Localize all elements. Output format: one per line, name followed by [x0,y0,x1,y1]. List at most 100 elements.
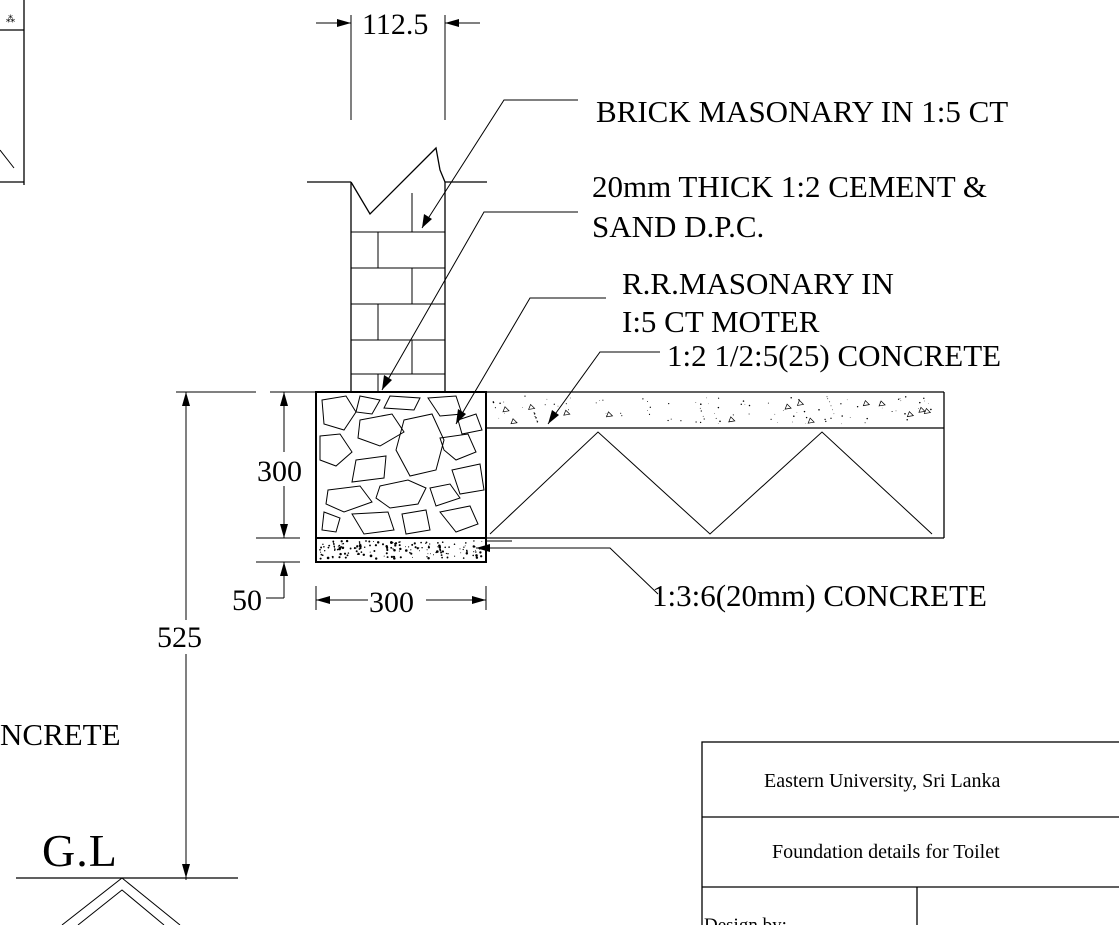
slab-aggregate-dot [503,401,505,403]
slab-aggregate-dot [667,419,669,422]
slab-aggregate-dot [824,418,826,421]
blinding-aggregate-dot [386,556,389,559]
blinding-thickness-value: 50 [232,584,262,617]
blinding-aggregate-dot [319,557,322,560]
blinding-aggregate-dot [323,546,325,548]
slab-aggregate-dot [919,401,921,404]
slab-aggregate-dot [599,400,601,402]
left-partial-drawing: ⁂ [0,0,25,185]
blinding-aggregate-dot [368,540,371,543]
blinding-aggregate-dot [334,549,336,551]
blinding-aggregate-dot [343,552,347,555]
slab-aggregate-dot [553,403,555,405]
slab-aggregate-dot [699,407,701,409]
slab-aggregate-dot [805,416,808,419]
blinding-aggregate-dot [427,553,429,555]
blinding-aggregate-dot [414,546,417,549]
slab-aggregate-dot [719,420,721,423]
slab-aggregate-dot [565,403,567,405]
blinding-aggregate-dot [464,545,466,547]
slab-aggregate-dot [818,409,820,411]
slab-aggregate-dot [930,408,932,411]
slab-aggregate-dot [536,420,538,421]
slab-aggregate-dot [805,423,806,424]
blinding-aggregate-dot [383,555,385,557]
blinding-aggregate-dot [473,551,475,553]
slab-aggregate-dot [533,416,535,417]
blinding-aggregate-dot [398,544,401,547]
svg-text:⁂: ⁂ [6,14,15,24]
blinding-aggregate-dot [475,554,478,557]
blinding-aggregate-dot [399,548,402,550]
slab-aggregate-dot [499,402,501,405]
blinding-aggregate-dot [413,542,416,545]
slab-aggregate-dot [790,396,792,399]
blinding-aggregate-dot [416,547,419,550]
slab-aggregate-dot [904,396,907,398]
dpc-label-line1: 20mm THICK 1:2 CEMENT & [592,169,987,204]
blinding-aggregate-dot [336,548,339,551]
blinding-aggregate-dot [481,540,483,542]
slab-aggregate-dot [830,417,832,419]
blinding-aggregate-dot [411,556,413,558]
slab-aggregate-dot [827,398,829,400]
slab-aggregate-dot [895,410,897,412]
dpc-label-line2: SAND D.P.C. [592,209,764,244]
slab-aggregate-dot [825,420,827,423]
blinding-aggregate-dot [319,548,321,551]
slab-aggregate-dot [535,416,536,417]
slab-aggregate-stone [502,406,510,413]
slab-aggregate-dot [782,410,784,411]
blinding-aggregate-dot [446,556,449,559]
slab-aggregate-stone [528,403,536,410]
slab-aggregate-dot [832,409,833,411]
blinding-aggregate-dot [394,542,396,545]
blinding-aggregate-dot [342,542,345,545]
slab-aggregate-dot [918,408,919,409]
ground-level-marker: G.L [16,825,238,925]
slab-aggregate-dot [826,396,828,398]
slab-aggregate-dot [533,412,535,413]
brick-masonry-callout: BRICK MASONARY IN 1:5 CT [421,94,1008,229]
slab-aggregate-dot [702,415,704,417]
slab-aggregate-stone [878,400,886,407]
blinding-aggregate-dot [454,555,456,557]
title-block: Eastern University, Sri Lanka Foundation… [701,741,1119,925]
blinding-concrete-label: 1:3:6(20mm) CONCRETE [652,578,987,613]
blinding-aggregate-dot [375,557,378,560]
slab-aggregate-dot [777,421,779,423]
blinding-aggregate-dot [381,543,385,546]
slab-aggregate-stone [918,406,926,413]
rr-masonry-label-line2: I:5 CT MOTER [622,304,820,339]
blinding-aggregate-dot [476,556,478,558]
slab-aggregate-dot [700,410,702,412]
slab-aggregate-dot [708,403,709,405]
slab-aggregate-dot [774,413,776,415]
slab-aggregate-dot [546,398,548,400]
blinding-aggregate-dot [421,546,423,549]
blinding-aggregate-dot [437,542,439,544]
blinding-aggregate-dot [419,550,420,552]
blinding-aggregate-dot [398,541,400,543]
slab-aggregate-dot [900,400,902,402]
blinding-aggregate-dot [448,546,450,548]
blinding-aggregate-dot [435,550,439,553]
blinding-aggregate-dot [409,551,411,554]
blinding-aggregate-dot [472,554,475,557]
slab-aggregate-dot [906,419,908,421]
blinding-aggregate-dot [360,551,363,553]
rr-masonry-label-line1: R.R.MASONARY IN [622,266,894,301]
slab-aggregate-dot [494,407,496,409]
blinding-aggregate-dot [346,554,349,557]
slab-aggregate-dot [703,418,705,420]
slab-aggregate-stone [862,400,871,407]
blinding-aggregate-dot [462,557,465,559]
blinding-aggregate-dot [356,545,358,548]
blinding-aggregate-dot [320,553,323,556]
slab-aggregate-dot [796,412,798,414]
blinding-aggregate-dot [465,552,469,555]
slab-aggregate-dot [706,397,707,399]
footing-width-value: 300 [369,586,414,619]
slab-aggregate-stone [796,399,805,406]
